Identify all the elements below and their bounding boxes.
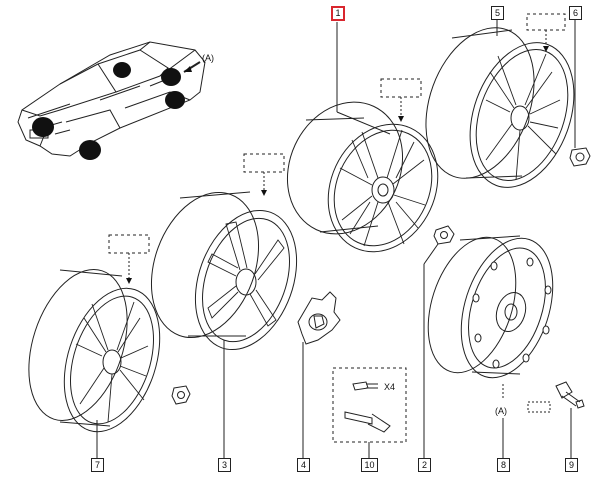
callout-4[interactable]: 4 [297,458,310,472]
callout-3[interactable]: 3 [218,458,231,472]
steel-wheel-marker-label: (A) [495,406,507,416]
bolt-9-ref-box [527,401,551,413]
kit-tool [344,411,373,425]
front-right-wheel-marker [79,140,101,160]
front-left-wheel-marker [32,117,54,137]
wheel-nut-2 [433,225,455,245]
callout-8[interactable]: 8 [497,458,510,472]
wheel-nut-7 [171,385,191,405]
kit-bolt [352,381,369,391]
bolt-kit-10 [332,367,407,443]
callout-1[interactable]: 1 [331,6,345,21]
steel-wheel-8 [427,235,554,379]
callout-10[interactable]: 10 [361,458,378,472]
wheel-3-alloy [150,191,298,351]
callout-7[interactable]: 7 [91,458,104,472]
wheel-7-alloy [28,269,161,433]
wheel-5-alloy [425,27,575,188]
callout-6[interactable]: 6 [569,6,582,20]
bolt-quantity-label: X4 [384,382,396,392]
wheel-nut-6 [569,147,591,167]
car-wheel-markers [32,62,185,160]
rear-right-wheel-marker [165,91,185,109]
rear-left-wheel-marker [113,62,131,78]
callout-2[interactable]: 2 [418,458,431,472]
callout-9[interactable]: 9 [565,458,578,472]
wheel-1-alloy [286,101,439,253]
wheel-bolt-9 [527,381,585,413]
callout-5[interactable]: 5 [491,6,504,20]
reference-arrows [128,30,547,280]
hub-adapter-4 [297,291,341,345]
car-marker-label: (A) [202,53,214,63]
spare-wheel-marker [161,68,181,86]
